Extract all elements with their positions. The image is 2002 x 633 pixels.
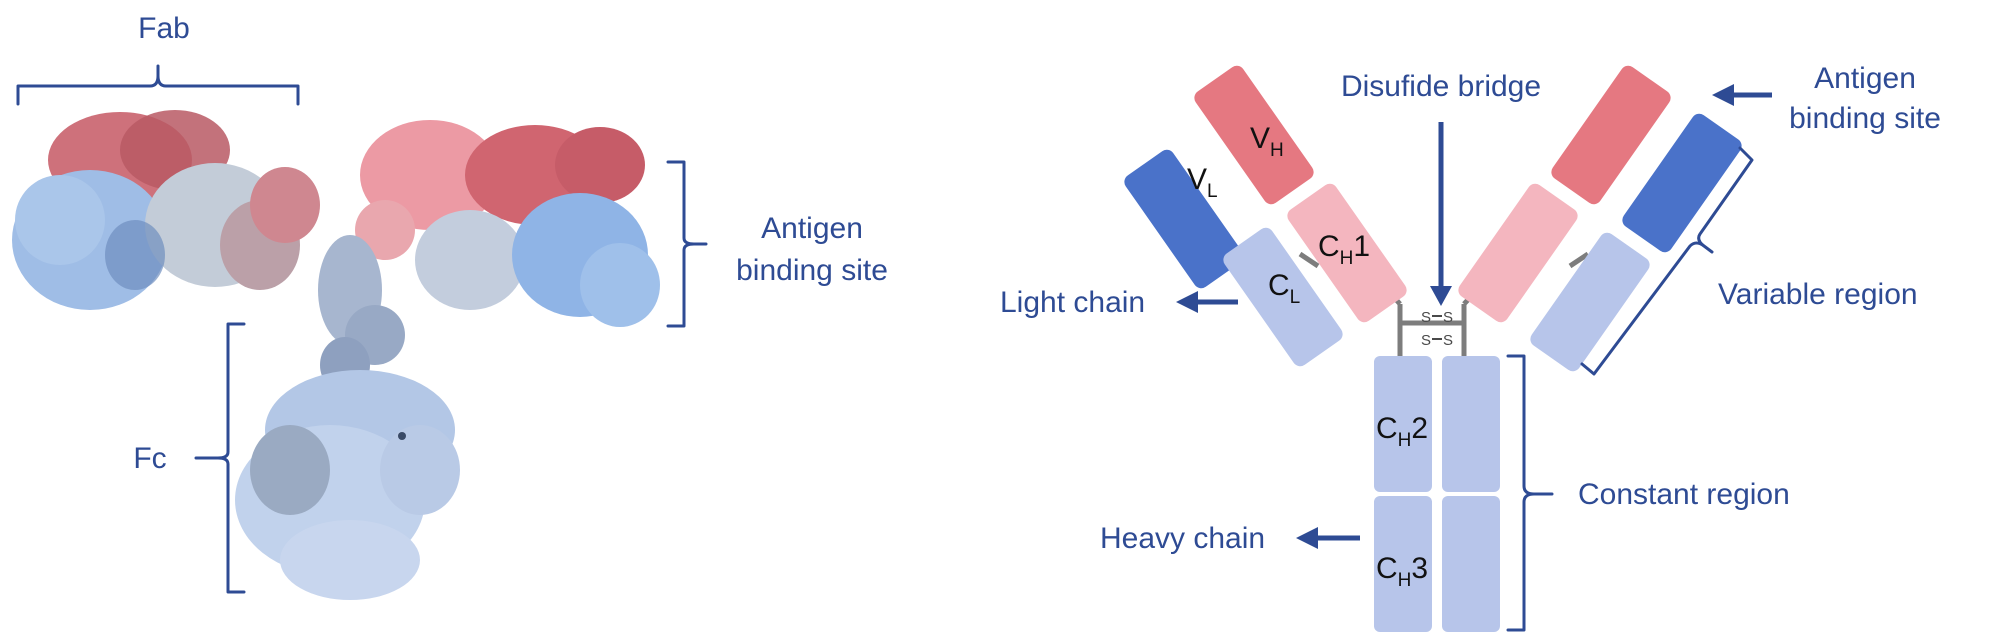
vl-domain-left — [1124, 149, 1244, 289]
heavy-chain-label: Heavy chain — [1100, 522, 1265, 555]
disulfide-bridge-label: Disufide bridge — [1341, 70, 1541, 103]
structure-antigen-label-line1: Antigen — [761, 212, 863, 245]
disulfide-bonds: S S S S — [1421, 309, 1453, 349]
cl-domain-left — [1223, 227, 1343, 367]
disulfide-annotation: Disufide bridge — [1341, 70, 1541, 306]
svg-text:S: S — [1421, 332, 1431, 349]
fc-label: Fc — [133, 442, 166, 475]
fc-domain — [235, 370, 460, 600]
schematic-antigen-label-line2: binding site — [1789, 102, 1941, 135]
constant-region-bracket — [1506, 354, 1554, 632]
light-chain-annotation: Light chain — [1000, 286, 1238, 319]
light-chain-arrow-icon — [1176, 291, 1198, 313]
svg-text:S: S — [1443, 332, 1453, 349]
variable-region-annotation: Variable region — [1580, 146, 1918, 376]
vh-domain-left — [1194, 65, 1314, 205]
vh-domain-right — [1551, 65, 1671, 205]
cl-label: CL — [1268, 269, 1300, 308]
vl-label: VL — [1187, 163, 1218, 202]
fab-annotation: Fab — [16, 12, 300, 106]
ch3-domain-left — [1374, 496, 1432, 632]
ch2-domain-right — [1442, 356, 1500, 492]
schematic-antigen-label-line1: Antigen — [1814, 62, 1916, 95]
ch1-domain-right — [1458, 183, 1578, 323]
ch2-label: CH2 — [1376, 412, 1428, 451]
fc-annotation: Fc — [133, 322, 246, 594]
hinge-region — [318, 235, 405, 393]
heavy-chain-annotation: Heavy chain — [1100, 522, 1360, 555]
structure-antigen-label-line2: binding site — [736, 254, 888, 287]
ch3-domain-right — [1442, 496, 1500, 632]
variable-region-label: Variable region — [1718, 278, 1918, 311]
antigen-arrow-icon — [1712, 84, 1734, 106]
disulfide-arrow-icon — [1430, 286, 1452, 306]
ch2-domain-left — [1374, 356, 1432, 492]
heavy-chain-arrow-icon — [1296, 527, 1318, 549]
ch1-domain-left — [1287, 183, 1407, 323]
schematic-antigen-annotation: Antigen binding site — [1712, 62, 1941, 135]
vh-label: VH — [1250, 122, 1284, 161]
vl-domain-right — [1622, 113, 1742, 253]
ch3-label: CH3 — [1376, 552, 1428, 591]
cl-domain-right — [1530, 232, 1650, 372]
antibody-surface-structure — [12, 110, 660, 600]
left-fab-arm — [12, 110, 320, 310]
fab-label: Fab — [138, 12, 190, 45]
structure-antigen-annotation: Antigen binding site — [666, 160, 888, 328]
ch1-label: CH1 — [1318, 230, 1370, 269]
fab-bracket — [16, 64, 300, 106]
light-chain-label: Light chain — [1000, 286, 1145, 319]
variable-region-bracket — [1580, 146, 1754, 376]
svg-text:S: S — [1421, 309, 1431, 326]
constant-region-annotation: Constant region — [1506, 354, 1790, 632]
fc-bracket — [194, 322, 246, 594]
antibody-schematic: S S S S VH VL CH1 CL CH2 CH3 Disufide br… — [1000, 62, 1941, 632]
svg-text:S: S — [1443, 309, 1453, 326]
constant-region-label: Constant region — [1578, 478, 1790, 511]
structure-antigen-bracket — [666, 160, 708, 328]
right-fab-arm — [355, 120, 660, 327]
